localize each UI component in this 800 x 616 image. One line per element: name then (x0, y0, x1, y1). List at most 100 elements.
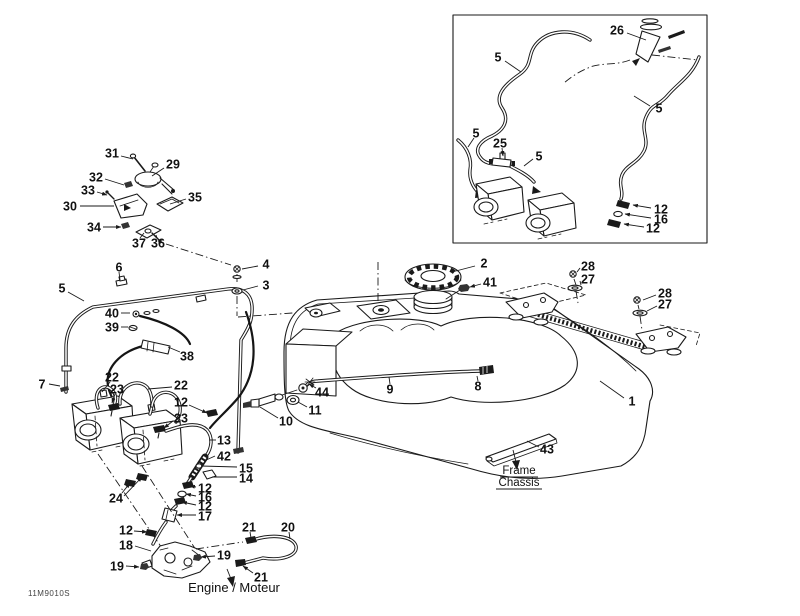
callout-label: 22 (105, 371, 119, 385)
callout-26: 26 (610, 24, 647, 41)
fuel-cap-icon (404, 263, 462, 291)
callout-14: 14 (212, 472, 253, 486)
callout-32: 32 (89, 171, 125, 186)
callout-label: 3 (263, 279, 270, 293)
fuel-pump (140, 534, 298, 587)
callout-label: 37 (132, 237, 146, 251)
inset-carburetors (473, 176, 577, 240)
inset-detail-box (452, 14, 708, 244)
callout-27: 27 (579, 273, 595, 287)
callout-17: 17 (176, 510, 212, 524)
callout-label: 44 (315, 386, 329, 400)
callout-label: 15 (239, 462, 253, 476)
callout-label: 42 (217, 450, 231, 464)
callout-6: 6 (116, 261, 123, 281)
callout-label: 21 (242, 521, 256, 535)
callout-label: 5 (536, 150, 543, 164)
callout-40: 40 (105, 307, 130, 321)
callout-38: 38 (167, 346, 194, 364)
callout-label: 38 (180, 350, 194, 364)
callout-19: 19 (110, 560, 140, 574)
callout-label: 8 (475, 380, 482, 394)
callout-5: 5 (59, 282, 85, 302)
callout-12: 12 (623, 222, 660, 236)
callout-28: 28 (576, 260, 595, 274)
callout-16: 16 (624, 213, 668, 227)
carb-hoses (94, 381, 182, 439)
callout-3: 3 (242, 279, 270, 293)
callout-12: 12 (174, 396, 208, 414)
callout-label: 18 (119, 539, 133, 553)
callout-label: 32 (89, 171, 103, 185)
callout-label: 40 (105, 307, 119, 321)
callout-label: 35 (188, 191, 202, 205)
callout-2: 2 (451, 257, 488, 273)
callout-label: 28 (581, 260, 595, 274)
callout-label: 28 (658, 287, 672, 301)
callout-label: 34 (87, 221, 101, 235)
callout-label: 7 (39, 378, 46, 392)
diagram-code: 11M9010S (28, 589, 70, 598)
callout-label: 12 (654, 203, 668, 217)
callout-4: 4 (241, 258, 270, 272)
frame-label-en: Frame (502, 465, 535, 477)
callout-label: 19 (217, 549, 231, 563)
callout-16: 16 (185, 491, 212, 505)
callout-label: 43 (540, 443, 554, 457)
tee-connector-25-icon (489, 152, 515, 168)
callout-label: 23 (110, 383, 124, 397)
callout-10: 10 (259, 406, 293, 429)
vent-fitting-41 (445, 284, 470, 300)
frame-label-fr: Chassis (499, 477, 540, 489)
callout-44: 44 (308, 383, 329, 400)
callout-12: 12 (632, 203, 668, 217)
callout-7: 7 (39, 378, 61, 392)
callout-41: 41 (469, 276, 497, 290)
callout-label: 24 (109, 492, 123, 506)
callout-label: 23 (174, 412, 188, 426)
callout-label: 27 (658, 298, 672, 312)
feed-hose-chain (97, 409, 218, 555)
callout-label: 16 (198, 491, 212, 505)
callout-label: 33 (81, 184, 95, 198)
callout-13: 13 (209, 434, 231, 448)
callout-5: 5 (495, 51, 522, 73)
callout-label: 5 (473, 127, 480, 141)
callout-label: 9 (387, 383, 394, 397)
callout-15: 15 (200, 462, 253, 476)
callout-23: 23 (110, 383, 124, 404)
callout-28: 28 (642, 287, 672, 301)
callout-22: 22 (147, 379, 188, 393)
callout-label: 16 (654, 213, 668, 227)
callout-36: 36 (151, 234, 165, 251)
carburetors (71, 389, 183, 467)
callout-33: 33 (81, 184, 108, 198)
pickup-tube (243, 365, 494, 408)
callout-label: 41 (483, 276, 497, 290)
callout-24: 24 (109, 482, 131, 506)
callout-12: 12 (119, 524, 148, 538)
callout-12: 12 (181, 500, 212, 514)
callout-5: 5 (523, 150, 543, 167)
engine-label: Engine / Moteur (188, 580, 280, 595)
callout-18: 18 (119, 539, 152, 553)
callout-43: 43 (526, 440, 554, 457)
callout-label: 5 (59, 282, 66, 296)
callout-5: 5 (633, 95, 663, 116)
callout-label: 21 (254, 571, 268, 585)
primer-pump-assembly (105, 153, 184, 243)
mounting-rail (499, 270, 701, 356)
callout-8: 8 (475, 375, 482, 394)
callout-21: 21 (242, 565, 268, 585)
callout-35: 35 (169, 191, 202, 205)
callout-label: 13 (217, 434, 231, 448)
callout-label: 14 (239, 472, 253, 486)
callout-label: 12 (119, 524, 133, 538)
callout-label: 39 (105, 321, 119, 335)
callout-label: 36 (151, 237, 165, 251)
tank-screws (165, 243, 307, 318)
callout-12: 12 (189, 482, 212, 496)
callout-5: 5 (467, 127, 480, 148)
callout-label: 12 (646, 222, 660, 236)
